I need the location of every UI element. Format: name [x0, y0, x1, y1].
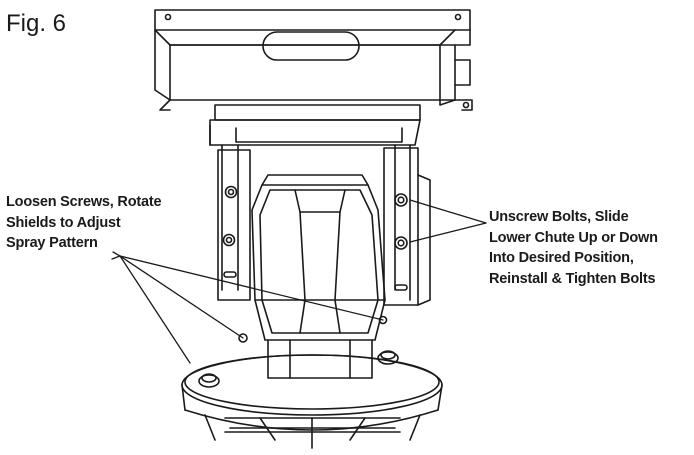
figure-title: Fig. 6 — [6, 10, 67, 37]
callout-lower-chute-position: Unscrew Bolts, Slide Lower Chute Up or D… — [489, 207, 658, 289]
callout-adjust-spray-pattern: Loosen Screws, Rotate Shields to Adjust … — [6, 192, 162, 254]
chute-body — [238, 174, 388, 379]
callout-line: Into Desired Position, — [489, 250, 634, 266]
slide-rails — [209, 104, 421, 301]
right-mount-plate — [383, 147, 431, 306]
left-mount-plate — [217, 149, 251, 301]
callout-line: Loosen Screws, Rotate — [6, 194, 162, 210]
right-leader-lines — [409, 199, 487, 243]
shield-screws — [198, 350, 399, 388]
callout-line: Spray Pattern — [6, 235, 98, 251]
spinner-disc — [181, 354, 443, 449]
callout-line: Shields to Adjust — [6, 214, 121, 231]
callout-line: Lower Chute Up or Down — [489, 229, 658, 246]
callout-line: Unscrew Bolts, Slide — [489, 209, 629, 225]
mounting-bracket — [154, 9, 473, 111]
callout-line: Reinstall & Tighten Bolts — [489, 270, 656, 287]
left-leader-lines — [111, 251, 384, 364]
